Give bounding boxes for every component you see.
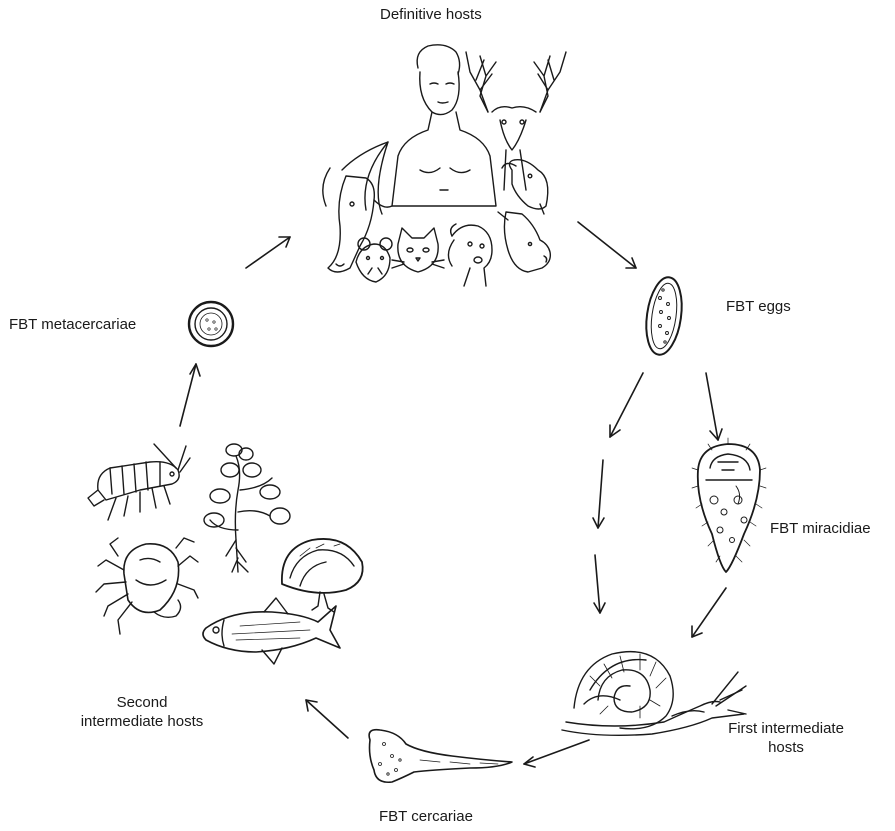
second-intermediate-hosts-label: Second intermediate hosts [62, 693, 222, 731]
arrow-eggs-to-miracidiae [706, 373, 722, 440]
second-intermediate-hosts-line-2: intermediate hosts [62, 712, 222, 731]
deer-icon [466, 52, 566, 190]
definitive-hosts-label: Definitive hosts [380, 5, 482, 24]
arrow-eggs-direct-1 [610, 373, 643, 437]
metacercaria-icon [189, 302, 233, 346]
arrow-eggs-direct-2 [593, 460, 604, 528]
arrow-definitive-to-eggs [578, 222, 636, 268]
water-buffalo-icon [323, 142, 392, 272]
fish-icon [203, 598, 340, 664]
arrow-eggs-direct-3 [594, 555, 605, 613]
arrow-second-hosts-to-metacercariae [180, 364, 200, 426]
second-intermediate-hosts-line-1: Second [62, 693, 222, 712]
first-intermediate-hosts-line-1: First intermediate [716, 719, 856, 738]
arrow-metacercariae-to-definitive [246, 237, 290, 268]
fbt-metacercariae-label: FBT metacercariae [9, 315, 136, 334]
first-intermediate-hosts-label: First intermediate hosts [716, 719, 856, 757]
arrow-snail-to-cercariae [524, 740, 589, 767]
arrows [180, 222, 726, 767]
egg-icon [642, 275, 687, 357]
fbt-cercariae-label: FBT cercariae [379, 807, 473, 826]
fbt-miracidiae-label: FBT miracidiae [770, 519, 871, 538]
crab-icon [96, 538, 198, 634]
arrow-cercariae-to-second-hosts [306, 700, 348, 738]
first-intermediate-hosts-line-2: hosts [716, 738, 856, 757]
aquatic-plant-icon [204, 444, 290, 572]
arrow-miracidiae-to-snail [692, 588, 726, 637]
fbt-eggs-label: FBT eggs [726, 297, 791, 316]
shrimp-icon [88, 444, 190, 520]
pig-icon [498, 212, 550, 272]
miracidium-icon [692, 438, 766, 572]
dog-icon [448, 224, 492, 286]
cat-icon [392, 228, 444, 272]
mussel-icon [282, 539, 363, 612]
cercaria-icon [369, 730, 512, 783]
definitive-hosts-illustration [323, 45, 566, 286]
